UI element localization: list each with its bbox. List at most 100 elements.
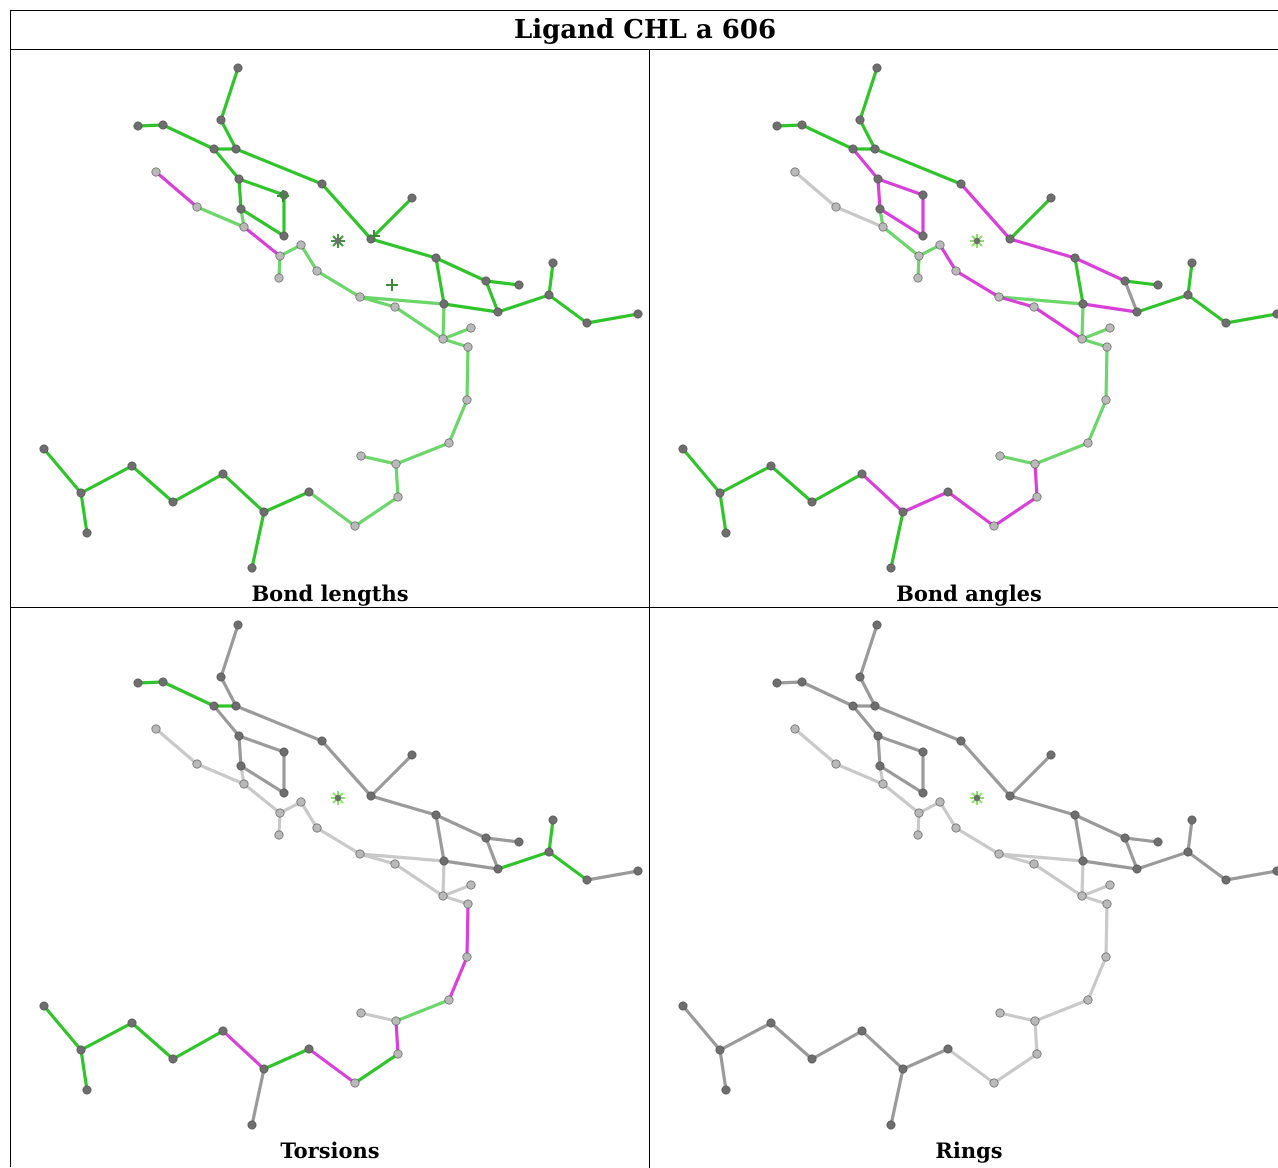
- atom: [158, 120, 168, 130]
- bond: [212, 704, 241, 738]
- bond: [881, 225, 921, 258]
- atom: [259, 1064, 269, 1074]
- bond: [876, 177, 925, 197]
- bond: [171, 1029, 225, 1061]
- atom: [633, 309, 643, 319]
- bond: [1186, 261, 1194, 297]
- magnesium-marker: [331, 234, 345, 248]
- atom: [493, 864, 503, 874]
- atom: [807, 497, 817, 507]
- bond: [320, 182, 373, 241]
- atom: [886, 1120, 896, 1130]
- bond: [954, 826, 1001, 856]
- bond: [1033, 462, 1039, 499]
- atom: [1183, 290, 1193, 300]
- atom: [275, 251, 285, 261]
- atom: [168, 497, 178, 507]
- bond: [858, 675, 877, 708]
- atom: [878, 779, 888, 789]
- bond: [585, 869, 640, 882]
- bond: [315, 269, 362, 299]
- atom: [390, 859, 400, 869]
- atom: [1272, 866, 1278, 876]
- atom: [1132, 864, 1142, 874]
- atom: [463, 899, 473, 909]
- atom: [989, 1078, 999, 1088]
- atom: [481, 276, 491, 286]
- atom: [875, 204, 885, 214]
- atom: [548, 258, 558, 268]
- bond: [681, 447, 722, 495]
- atom: [350, 521, 360, 531]
- bond: [860, 1029, 905, 1071]
- bond: [1186, 293, 1228, 325]
- atom: [1120, 833, 1130, 843]
- atom: [275, 808, 285, 818]
- bond: [239, 207, 286, 238]
- atom: [431, 810, 441, 820]
- atom: [848, 144, 858, 154]
- bond: [299, 800, 319, 830]
- atom: [1187, 815, 1197, 825]
- atom: [192, 759, 202, 769]
- atom: [678, 1001, 688, 1011]
- bond: [547, 261, 555, 297]
- bond: [959, 182, 1012, 241]
- bond: [484, 279, 500, 314]
- atom: [1187, 258, 1197, 268]
- bond: [997, 852, 1036, 866]
- atom: [192, 202, 202, 212]
- atom: [994, 849, 1004, 859]
- bond: [359, 1011, 398, 1023]
- molecule-render-bond-angles: [678, 63, 1278, 573]
- bond: [1081, 859, 1139, 871]
- atom: [772, 121, 782, 131]
- atom: [239, 779, 249, 789]
- atom: [407, 750, 417, 760]
- atom: [259, 507, 269, 517]
- atom: [279, 747, 289, 757]
- atom: [855, 672, 865, 682]
- atom: [236, 204, 246, 214]
- bond: [873, 147, 963, 186]
- atom: [766, 461, 776, 471]
- bond: [79, 464, 134, 495]
- bond: [946, 490, 996, 528]
- atom: [239, 222, 249, 232]
- bond: [369, 794, 438, 817]
- panel-rings: Rings: [650, 608, 1278, 1165]
- bond: [585, 312, 640, 325]
- bond: [878, 764, 925, 795]
- atom: [1046, 750, 1056, 760]
- atom: [1070, 810, 1080, 820]
- atom: [1083, 438, 1093, 448]
- atom: [247, 563, 257, 573]
- bond: [1080, 883, 1112, 898]
- atom: [304, 487, 314, 497]
- bond: [881, 782, 921, 815]
- atom: [1105, 323, 1115, 333]
- bond: [195, 205, 246, 229]
- atom: [544, 847, 554, 857]
- atom: [312, 266, 322, 276]
- bond: [369, 237, 438, 260]
- atom: [1101, 395, 1111, 405]
- atom: [514, 837, 524, 847]
- atom: [790, 724, 800, 734]
- atom: [493, 307, 503, 317]
- atom: [873, 731, 883, 741]
- atom: [943, 1044, 953, 1054]
- atom: [766, 1018, 776, 1028]
- bond: [718, 1048, 728, 1092]
- atom: [544, 290, 554, 300]
- bond: [262, 1047, 311, 1071]
- bond: [1033, 998, 1090, 1023]
- bond: [465, 902, 470, 959]
- bond: [434, 813, 488, 840]
- magnesium-marker: [331, 791, 345, 805]
- atom: [133, 678, 143, 688]
- bond: [484, 279, 521, 287]
- atom: [1221, 875, 1231, 885]
- bond: [315, 826, 362, 856]
- bond: [496, 293, 551, 314]
